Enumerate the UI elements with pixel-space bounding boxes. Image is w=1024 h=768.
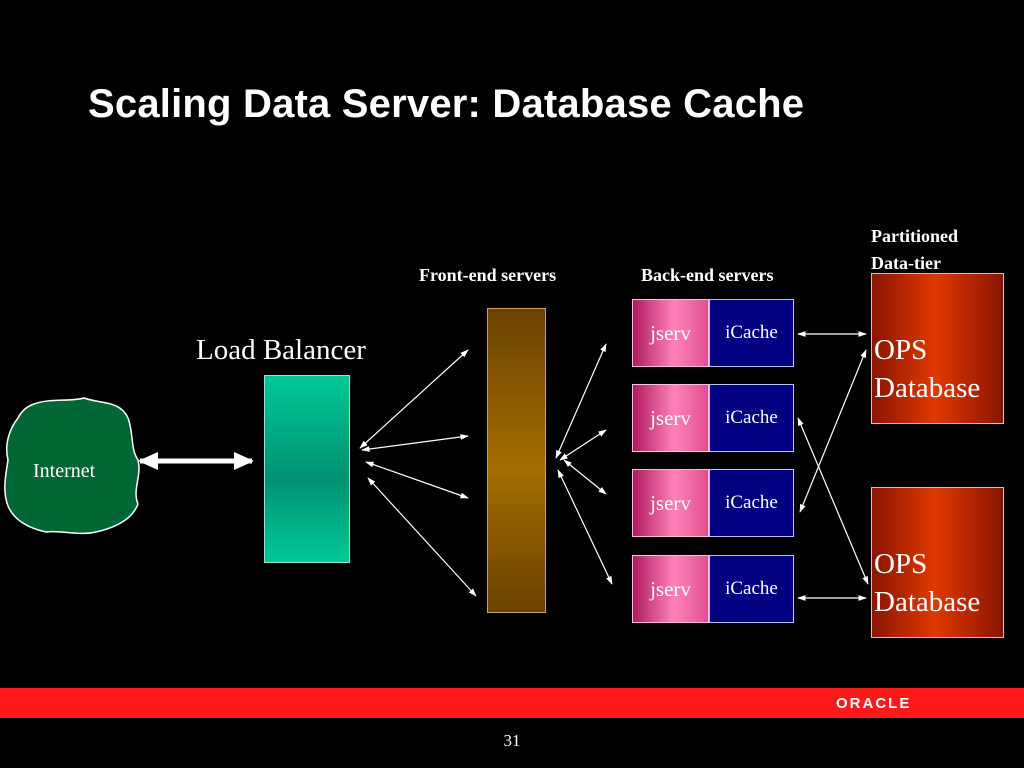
icache-box-3: iCache: [709, 469, 794, 537]
icache-box-2: iCache: [709, 384, 794, 452]
icache-box-1: iCache: [709, 299, 794, 367]
page-number: 31: [503, 731, 521, 750]
internet-cloud-icon: [4, 397, 140, 535]
fe-be-arrow-2: [559, 429, 607, 461]
fe-be-arrow-3: [563, 459, 607, 495]
back-end-servers-label: Back-end servers: [641, 265, 774, 285]
lb-fe-arrow-4: [367, 477, 477, 597]
internet-label: Internet: [33, 460, 96, 482]
lb-fe-arrow-1: [359, 349, 469, 449]
front-end-server-box: [487, 308, 546, 613]
fe-be-arrow-1: [555, 343, 607, 459]
oracle-logo: ORACLE: [836, 695, 912, 712]
ops-database-2-line1: OPS: [874, 548, 928, 580]
cache-db-arrow-3: [799, 349, 867, 513]
load-balancer-label: Load Balancer: [196, 334, 366, 366]
jserv-box-3: jserv: [632, 469, 709, 537]
jserv-box-1: jserv: [632, 299, 709, 367]
load-balancer-box: [264, 375, 350, 563]
ops-database-1-line1: OPS: [874, 334, 928, 366]
partitioned-label-line1: Partitioned: [871, 226, 958, 246]
partitioned-data-tier-label: Partitioned Data-tier: [871, 223, 958, 277]
lb-fe-arrow-2: [361, 434, 469, 452]
ops-database-1: OPS Database: [871, 273, 1004, 424]
jserv-box-4: jserv: [632, 555, 709, 623]
ops-database-2-line2: Database: [874, 586, 981, 618]
ops-database-2: OPS Database: [871, 487, 1004, 638]
jserv-box-2: jserv: [632, 384, 709, 452]
icache-box-4: iCache: [709, 555, 794, 623]
front-end-servers-label: Front-end servers: [419, 265, 557, 285]
partitioned-label-line2: Data-tier: [871, 253, 941, 273]
ops-database-1-line2: Database: [874, 372, 981, 404]
cache-db-arrow-2: [797, 417, 869, 585]
footer-band: [0, 688, 1024, 718]
page-title: Scaling Data Server: Database Cache: [88, 82, 805, 126]
fe-be-arrow-4: [557, 469, 613, 585]
